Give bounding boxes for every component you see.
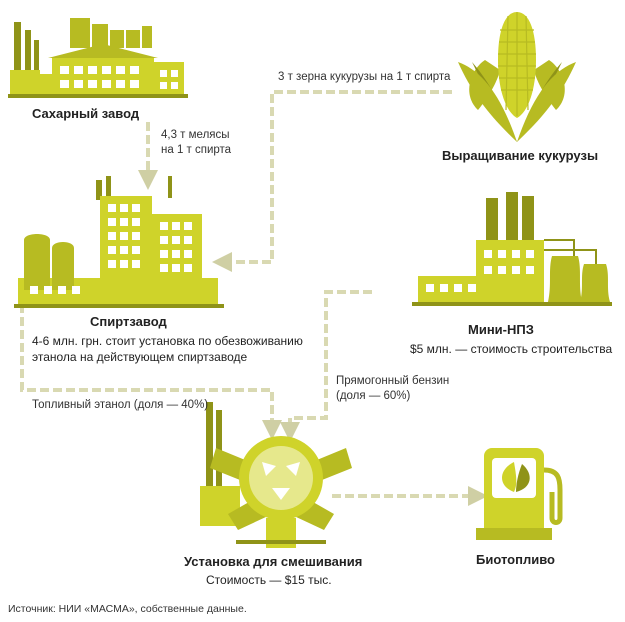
corn-grain-label: 3 т зерна кукурузы на 1 т спирта xyxy=(278,71,451,83)
gasoline-label-line1: Прямогонный бензин xyxy=(336,375,450,387)
molasses-label-line2: на 1 т спирта xyxy=(161,144,232,156)
leaf-icon xyxy=(502,462,530,492)
refinery-icon xyxy=(412,192,612,306)
sugar-plant-title: Сахарный завод xyxy=(32,106,140,121)
biofuel-title: Биотопливо xyxy=(476,552,555,567)
distillery-title: Спиртзавод xyxy=(90,314,167,329)
distillery-icon xyxy=(14,176,224,308)
mixer-desc: Стоимость — $15 тыс. xyxy=(206,573,332,587)
fuel-pump-icon xyxy=(476,448,563,540)
molasses-label-line1: 4,3 т мелясы xyxy=(161,129,230,141)
corn-icon xyxy=(458,12,576,142)
arrow-ethanol xyxy=(20,304,282,440)
arrow-corn-grain xyxy=(212,90,452,272)
distillery-desc-line1: 4-6 млн. грн. стоит установка по обезвож… xyxy=(32,334,303,348)
refinery-title: Мини-НПЗ xyxy=(468,322,534,337)
distillery-desc-line2: этанола на действующем спиртзаводе xyxy=(32,350,248,364)
arrow-gasoline xyxy=(280,290,372,442)
gasoline-label-line2: (доля — 60%) xyxy=(336,390,411,402)
corn-title: Выращивание кукурузы xyxy=(442,148,599,163)
ethanol-label: Топливный этанол (доля — 40%) xyxy=(32,399,209,411)
mixer-icon xyxy=(200,402,352,548)
sugar-plant-icon xyxy=(8,18,188,98)
flow-arrows xyxy=(20,90,488,506)
refinery-desc: $5 млн. — стоимость строительства xyxy=(410,342,613,356)
source-note: Источник: НИИ «МАСМА», собственные данны… xyxy=(8,603,247,615)
mixer-title: Установка для смешивания xyxy=(184,554,363,569)
